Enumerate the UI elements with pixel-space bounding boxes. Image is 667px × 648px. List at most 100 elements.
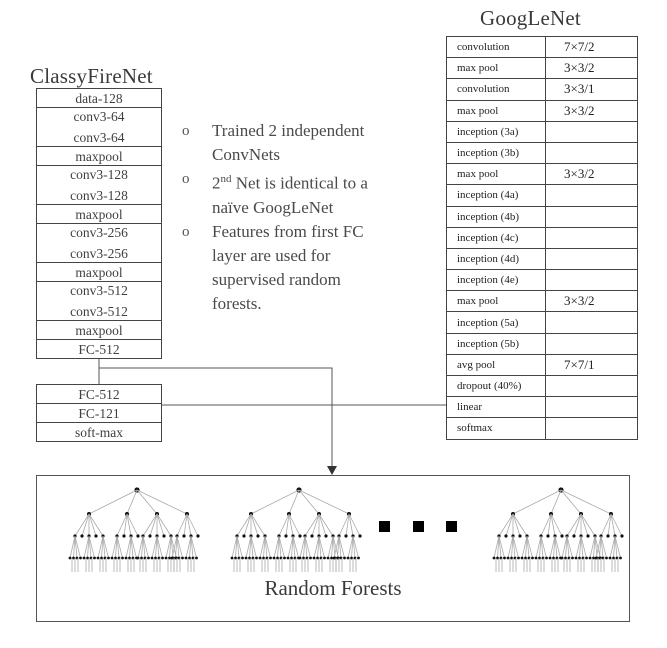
tree-node bbox=[136, 556, 140, 560]
tree-node bbox=[608, 556, 612, 560]
classyfirenet-layer: maxpool bbox=[36, 262, 162, 282]
patch-size-cell bbox=[545, 184, 638, 207]
tree-node bbox=[140, 556, 143, 560]
patch-size-cell bbox=[545, 226, 638, 249]
tree-node bbox=[332, 556, 336, 560]
tree-node bbox=[324, 534, 328, 538]
tree-node bbox=[162, 534, 166, 538]
tree-node bbox=[517, 556, 520, 560]
ellipsis-square bbox=[379, 521, 390, 532]
tree-node bbox=[283, 556, 286, 560]
tree-node bbox=[585, 556, 588, 560]
random-forests-label: Random Forests bbox=[264, 576, 402, 600]
tree-node bbox=[100, 556, 103, 560]
layer-type-cell: inception (4a) bbox=[446, 184, 546, 207]
ellipsis-square bbox=[446, 521, 457, 532]
layer-type-cell: max pool bbox=[446, 99, 546, 122]
classyfirenet-layer: conv3-64 conv3-64 bbox=[36, 107, 162, 147]
classyfirenet-layer: maxpool bbox=[36, 320, 162, 340]
tree-node bbox=[269, 556, 272, 560]
patch-size-cell bbox=[545, 120, 638, 143]
classyfirenet-layer: data-128 bbox=[36, 88, 162, 108]
bullet-line: supervised random bbox=[212, 269, 341, 289]
tree-node bbox=[72, 556, 75, 560]
classyfirenet-head-layer: FC-512 bbox=[36, 384, 162, 404]
tree-node bbox=[534, 556, 538, 560]
tree-node bbox=[241, 556, 244, 560]
tree-node bbox=[578, 556, 581, 560]
tree-node bbox=[272, 556, 276, 560]
tree-node bbox=[503, 556, 506, 560]
tree-node bbox=[326, 556, 330, 560]
patch-size-cell: 3×3/1 bbox=[545, 78, 638, 101]
tree-node bbox=[284, 534, 288, 538]
patch-size-cell bbox=[545, 141, 638, 165]
tree-node bbox=[256, 534, 260, 538]
tree-node bbox=[506, 556, 510, 560]
tree-node bbox=[520, 556, 524, 560]
tree-node bbox=[122, 534, 126, 538]
googlenet-row: inception (4d) bbox=[446, 247, 638, 271]
tree-node bbox=[174, 556, 177, 560]
googlenet-row: inception (4e) bbox=[446, 269, 638, 292]
tree-node bbox=[258, 556, 262, 560]
layer-type-cell: max pool bbox=[446, 290, 546, 313]
bullet-marker: o bbox=[182, 171, 190, 187]
tree-node bbox=[290, 556, 293, 560]
layer-type-cell: inception (3b) bbox=[446, 141, 546, 165]
tree-node bbox=[181, 556, 184, 560]
bullet-line: naïve GoogLeNet bbox=[212, 197, 334, 217]
layer-type-cell: inception (4c) bbox=[446, 226, 546, 249]
googlenet-title: GoogLeNet bbox=[480, 6, 581, 30]
layer-type-cell: max pool bbox=[446, 57, 546, 80]
tree-node bbox=[531, 556, 534, 560]
tree-node bbox=[606, 534, 610, 538]
googlenet-row: inception (3b) bbox=[446, 141, 638, 165]
tree-node bbox=[357, 556, 360, 560]
layer-label: conv3-64 bbox=[73, 109, 125, 124]
tree-node bbox=[298, 534, 302, 538]
tree-node bbox=[350, 556, 353, 560]
tree-node bbox=[154, 556, 157, 560]
tree-node bbox=[107, 556, 110, 560]
tree-node bbox=[244, 556, 248, 560]
patch-size-cell: 3×3/2 bbox=[545, 99, 638, 122]
classyfirenet-title: ClassyFireNet bbox=[30, 64, 153, 88]
tree-node bbox=[344, 534, 348, 538]
tree-node bbox=[560, 534, 564, 538]
tree-node bbox=[124, 556, 128, 560]
tree-node bbox=[310, 534, 314, 538]
googlenet-row: inception (5a) bbox=[446, 311, 638, 334]
layer-type-cell: inception (5a) bbox=[446, 311, 546, 334]
tree-node bbox=[612, 556, 615, 560]
googlenet-row: softmax bbox=[446, 417, 638, 440]
classyfirenet-layer: maxpool bbox=[36, 146, 162, 166]
layer-label: conv3-64 bbox=[73, 130, 125, 145]
tree-node bbox=[552, 556, 555, 560]
layer-label: conv3-128 bbox=[70, 167, 128, 182]
tree-node bbox=[86, 556, 89, 560]
tree-node bbox=[96, 556, 100, 560]
tree-node bbox=[620, 534, 624, 538]
layer-label: conv3-256 bbox=[70, 246, 128, 261]
tree-node bbox=[148, 534, 152, 538]
tree-node bbox=[230, 556, 234, 560]
tree-node bbox=[316, 556, 319, 560]
tree-node bbox=[309, 556, 312, 560]
googlenet-row: dropout (40%) bbox=[446, 374, 638, 398]
ellipsis-square bbox=[413, 521, 424, 532]
layer-type-cell: linear bbox=[446, 396, 546, 419]
layer-label: FC-512 bbox=[78, 342, 120, 357]
layer-label: maxpool bbox=[75, 323, 123, 338]
tree-node bbox=[121, 556, 124, 560]
tree-node bbox=[343, 556, 346, 560]
bullet-line: Trained 2 independent bbox=[212, 121, 365, 140]
googlenet-row: inception (4c) bbox=[446, 226, 638, 249]
